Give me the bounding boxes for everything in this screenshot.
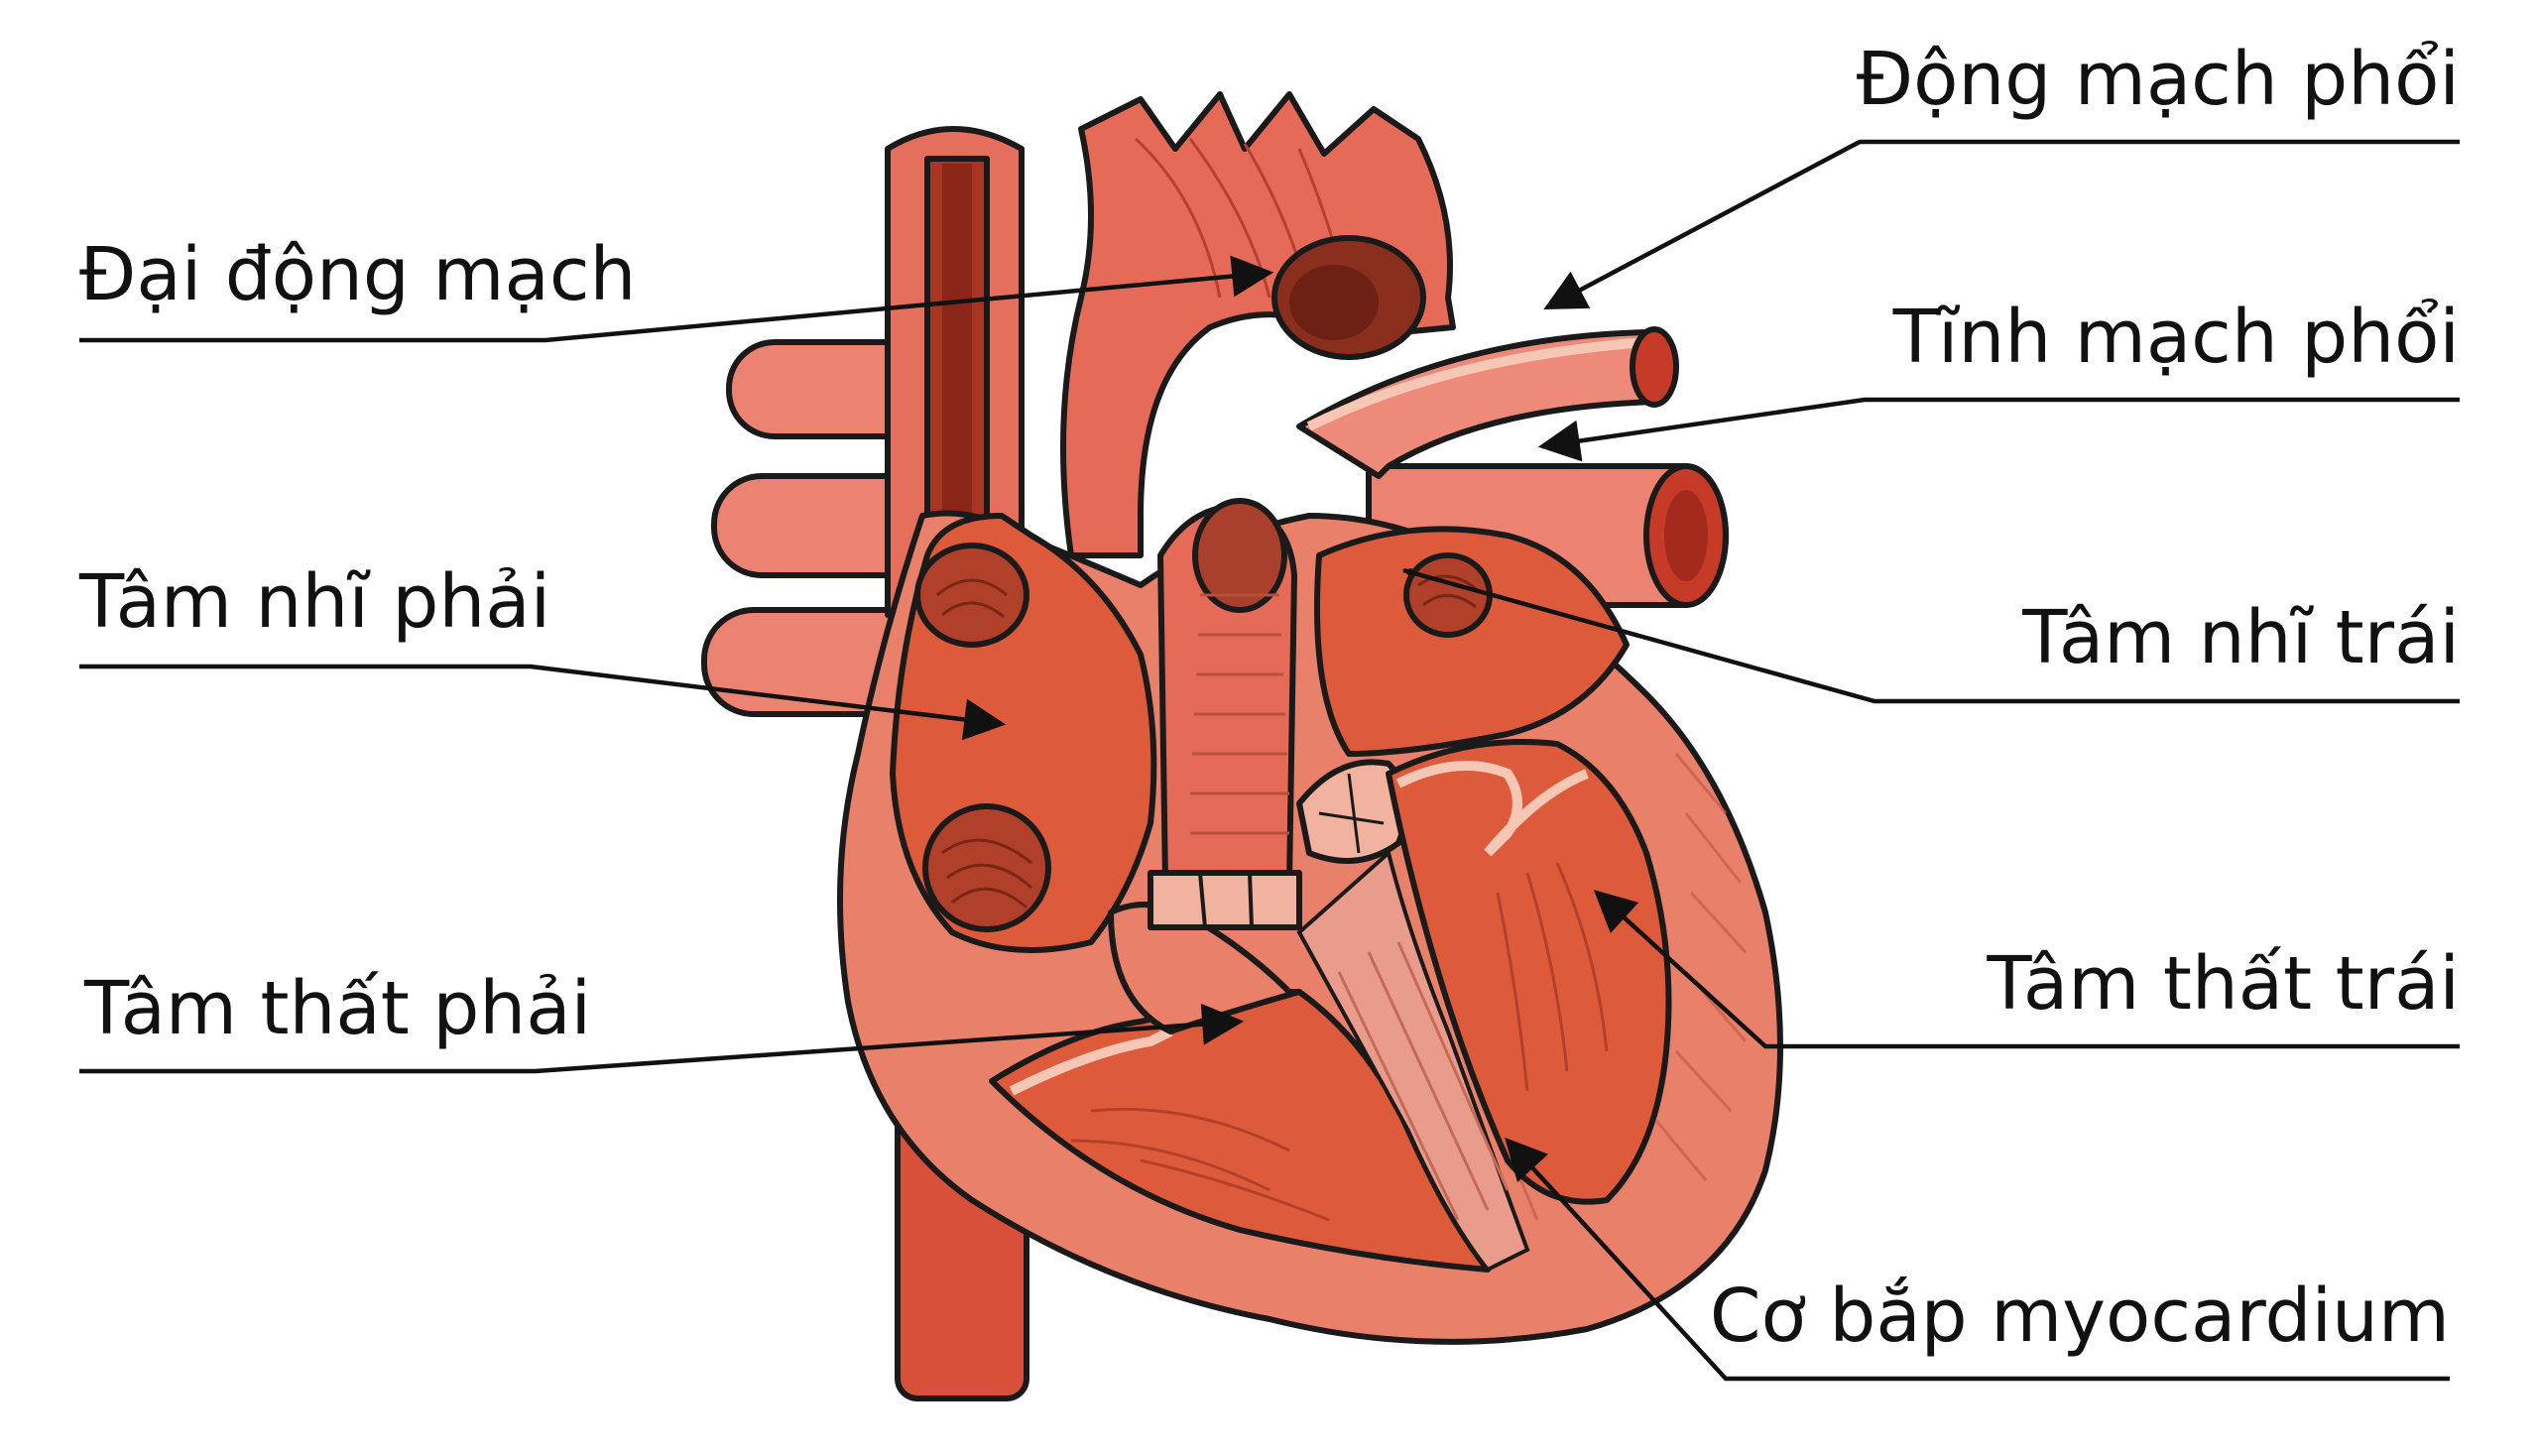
label-pulmonary-artery: Động mạch phổi bbox=[1857, 37, 2460, 122]
left-ventricle-chamber bbox=[1386, 739, 1672, 1205]
label-left-ventricle: Tâm thất trái bbox=[1986, 941, 2460, 1027]
pulmonary-trunk bbox=[1296, 326, 1679, 479]
left-atrium-chamber bbox=[1314, 526, 1630, 757]
label-myocardium: Cơ bắp myocardium bbox=[1710, 1274, 2450, 1359]
label-pulmonary-vein: Tĩnh mạch phổi bbox=[1892, 295, 2460, 380]
labels: Động mạch phổi Đại động mạch Tĩnh mạch p… bbox=[78, 37, 2460, 1359]
leader-pulmonary-vein bbox=[1537, 397, 2460, 462]
label-left-atrium: Tâm nhĩ trái bbox=[2021, 595, 2460, 680]
leader-lines bbox=[79, 139, 2460, 1382]
label-right-atrium: Tâm nhĩ phải bbox=[78, 559, 550, 645]
interventricular-septum bbox=[1296, 849, 1530, 1273]
label-right-ventricle: Tâm thất phải bbox=[83, 966, 591, 1051]
label-aorta: Đại động mạch bbox=[79, 232, 636, 317]
leader-left-atrium bbox=[1402, 567, 2460, 704]
leader-left-ventricle bbox=[1593, 890, 2460, 1049]
leader-right-atrium bbox=[79, 664, 1007, 741]
aortic-arch bbox=[1060, 91, 1456, 558]
leader-aorta bbox=[79, 255, 1274, 343]
leader-right-ventricle bbox=[79, 1003, 1245, 1074]
leader-pulmonary-artery bbox=[1543, 139, 2460, 309]
ascending-aorta-inner bbox=[1148, 498, 1302, 930]
heart-illustration bbox=[701, 91, 1783, 1401]
leader-myocardium bbox=[1505, 1137, 2450, 1382]
coronary-sinus-opening bbox=[922, 803, 1051, 932]
